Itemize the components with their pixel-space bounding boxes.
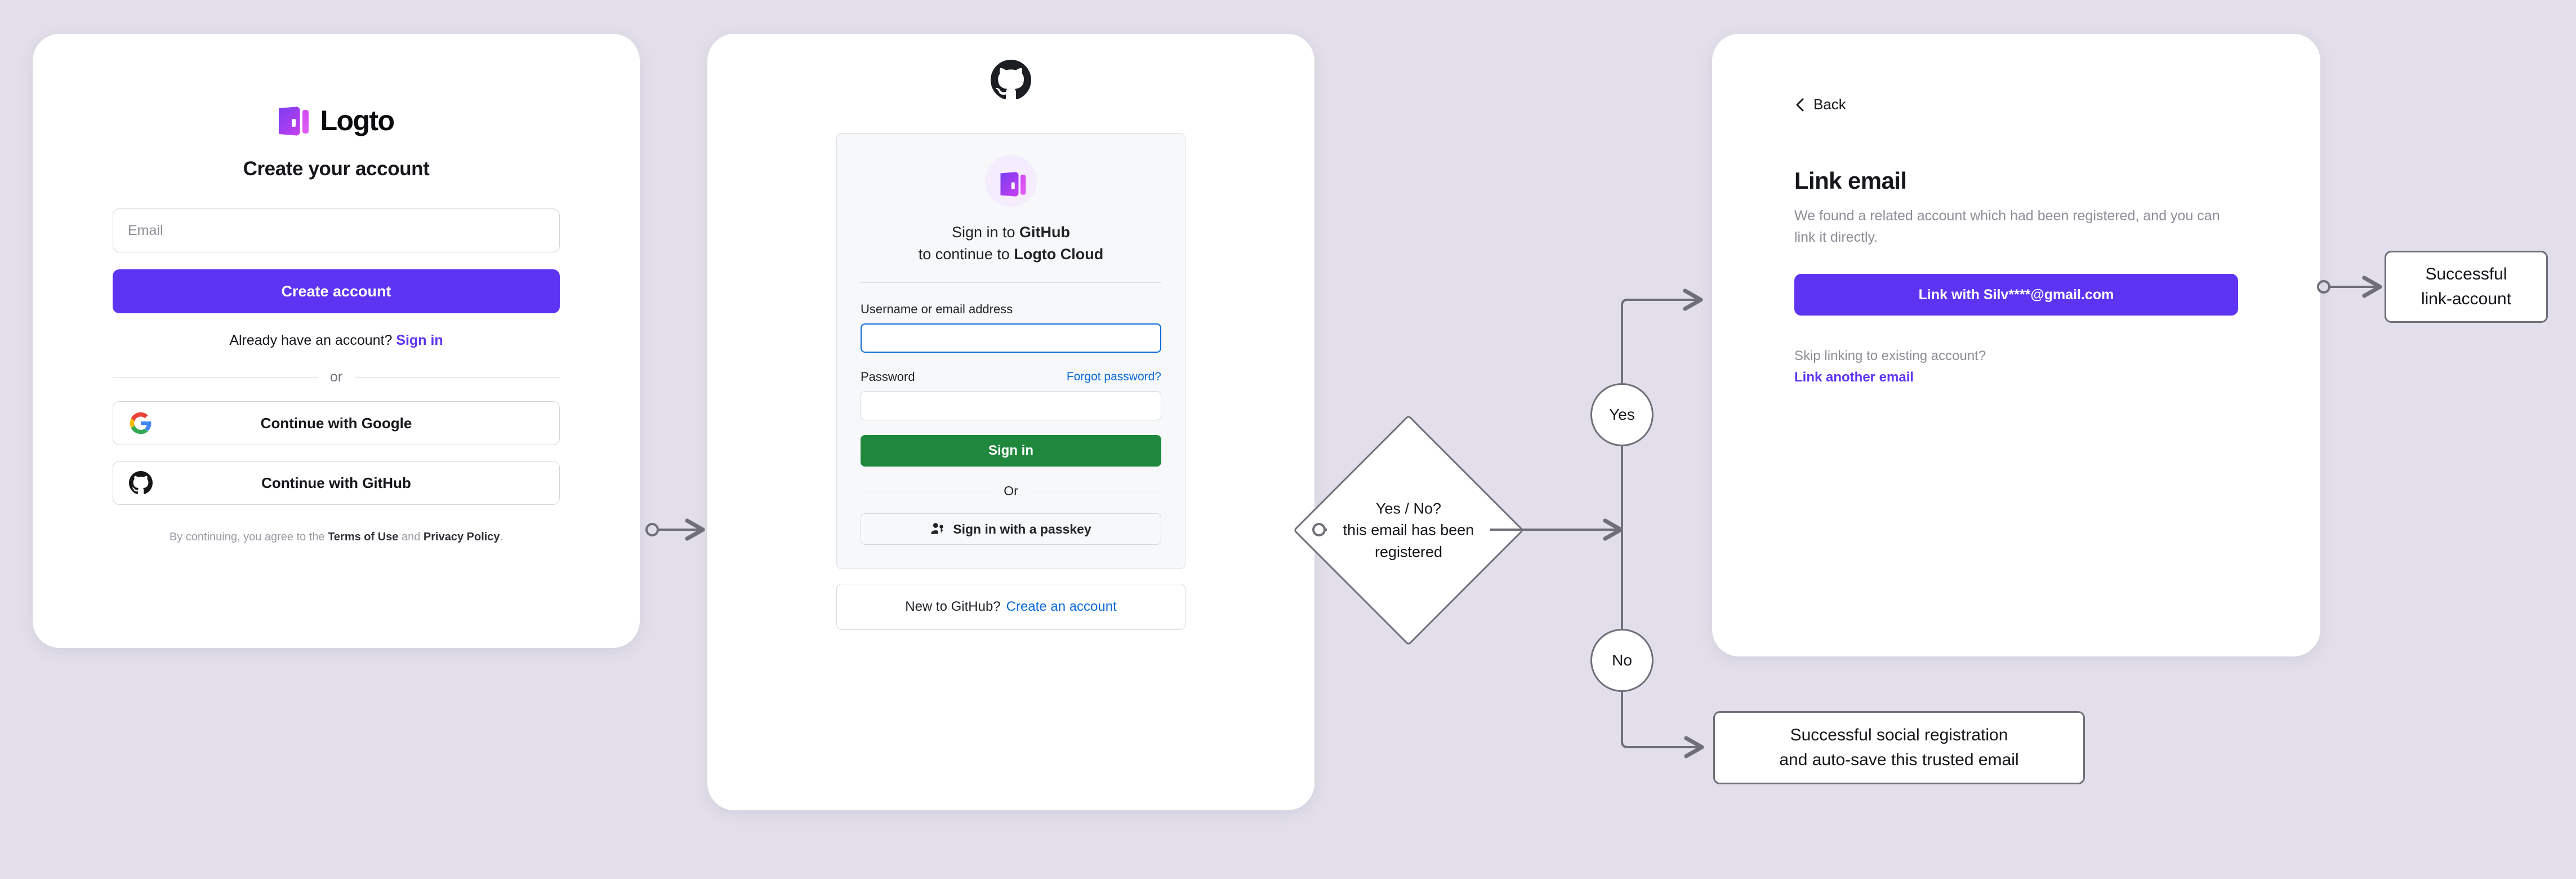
github-signin-box: Sign in to GitHub to continue to Logto C… [836,133,1186,570]
logto-logo: Logto [113,97,560,144]
password-input[interactable] [861,391,1161,421]
logto-door-logo-icon [1000,170,1026,197]
decision-line-2: this email has been [1343,521,1474,539]
legal-suffix: . [500,531,503,543]
email-placeholder: Email [128,222,163,238]
already-have-account-row: Already have an account? Sign in [113,332,560,349]
github-icon [129,471,153,494]
outcome-reg-line-1: Successful social registration [1790,725,2008,744]
google-icon [130,412,151,434]
link-another-email-link[interactable]: Link another email [1794,370,1914,385]
password-label: Password [861,370,915,384]
outcome-link-line-2: link-account [2421,290,2512,308]
privacy-policy-link[interactable]: Privacy Policy [423,531,500,543]
username-input[interactable] [861,323,1161,353]
connector-no-to-registration [1621,692,1704,758]
decision-line-1: Yes / No? [1375,500,1442,517]
divider-line-left [113,377,318,378]
already-have-account-label: Already have an account? [229,332,393,348]
continue-with-google-button[interactable]: Continue with Google [113,401,560,445]
forgot-password-link[interactable]: Forgot password? [1066,370,1161,384]
connector-yes-to-link-email [1621,288,1703,383]
connector-link-email-to-outcome [2317,276,2382,298]
link-with-email-button[interactable]: Link with Silv****@gmail.com [1794,274,2238,316]
decision-label: Yes / No? this email has been registered [1292,498,1525,563]
sign-in-with-passkey-button[interactable]: Sign in with a passkey [861,513,1161,545]
passkey-person-key-icon [931,523,944,534]
branch-no-node: No [1590,629,1654,692]
terms-of-use-link[interactable]: Terms of Use [328,531,399,543]
email-input[interactable]: Email [113,208,560,252]
back-button[interactable]: Back [1794,96,2238,113]
outcome-successful-link-account: Successful link-account [2385,251,2548,323]
sign-in-button[interactable]: Sign in [861,435,1161,467]
legal-prefix: By continuing, you agree to the [169,531,328,543]
decision-line-3: registered [1374,543,1443,561]
divider-label: or [329,369,343,385]
link-email-title: Link email [1794,167,1907,194]
username-label: Username or email address [861,302,1013,317]
password-row: Password Forgot password? [861,370,1161,384]
new-to-github-box: New to GitHub? Create an account [836,584,1186,631]
decision-node: Yes / No? this email has been registered [1293,414,1525,646]
legal-middle: and [398,531,424,543]
headline-provider: GitHub [1019,224,1071,241]
continue-with-google-label: Continue with Google [260,414,412,432]
headline-line2-prefix: to continue to [918,246,1014,263]
brand-name: Logto [320,105,395,136]
headline-app: Logto Cloud [1014,246,1104,263]
sign-in-link[interactable]: Sign in [396,332,443,348]
branch-yes-node: Yes [1590,383,1654,446]
continue-with-github-button[interactable]: Continue with GitHub [113,461,560,505]
chevron-left-icon [1796,98,1804,111]
link-email-card: Back Link email We found a related accou… [1712,34,2320,656]
connector-signup-to-github [645,518,705,541]
signin-headline: Sign in to GitHub to continue to Logto C… [861,221,1161,265]
github-mark-icon [991,60,1031,100]
create-account-button[interactable]: Create account [113,269,560,313]
headline-divider [861,282,1161,283]
signup-card: Logto Create your account Email Create a… [33,34,640,648]
headline-line1-prefix: Sign in to [951,224,1020,241]
new-to-github-label: New to GitHub? [905,599,1001,615]
back-label: Back [1813,96,1846,113]
link-email-description: We found a related account which had bee… [1794,208,2220,245]
divider-label: Or [1004,483,1018,499]
outcome-reg-line-2: and auto-save this trusted email [1779,751,2019,769]
divider-or: Or [861,483,1161,499]
legal-text: By continuing, you agree to the Terms of… [113,531,560,544]
app-avatar [985,155,1037,207]
create-an-account-link[interactable]: Create an account [1006,599,1117,615]
divider-or: or [113,369,560,385]
outcome-link-line-1: Successful [2425,264,2507,283]
divider-line-right [355,377,560,378]
logto-door-logo-icon [278,105,310,136]
github-signin-card: Sign in to GitHub to continue to Logto C… [707,34,1314,810]
continue-with-github-label: Continue with GitHub [261,474,411,491]
page-title: Create your account [243,158,430,180]
skip-linking-label: Skip linking to existing account? [1794,348,1986,363]
passkey-label: Sign in with a passkey [953,521,1091,536]
outcome-successful-social-registration: Successful social registration and auto-… [1713,711,2085,784]
